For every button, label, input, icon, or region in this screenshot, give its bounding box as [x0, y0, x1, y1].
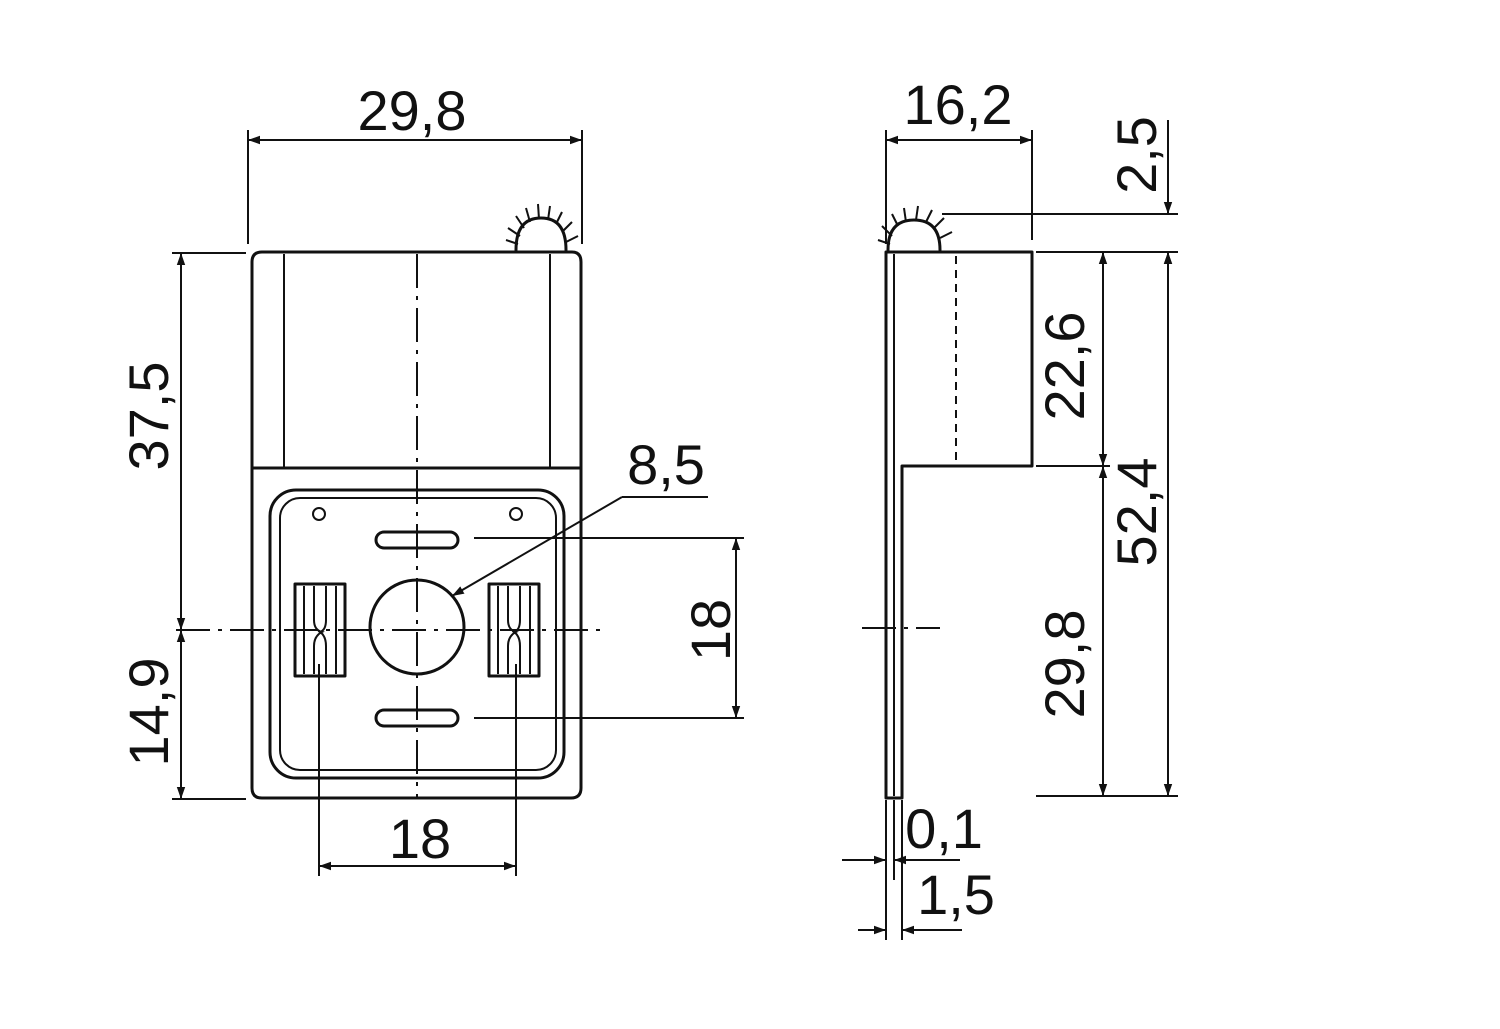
side-seal-icon — [877, 205, 953, 252]
side-dim-width: 16,2 — [904, 73, 1013, 136]
front-dim-height-lower: 14,9 — [117, 658, 180, 767]
side-view: 16,2 2,5 22,6 29,8 52,4 0,1 1,5 — [842, 73, 1178, 940]
front-screw-hole-right — [509, 507, 523, 521]
front-dim-bore: 8,5 — [627, 433, 705, 496]
side-dim-offset-top: 2,5 — [1105, 116, 1168, 194]
front-dim-pin-vertical: 18 — [679, 599, 742, 661]
front-dim-width: 29,8 — [358, 79, 467, 142]
side-dim-upper-height: 22,6 — [1033, 312, 1096, 421]
side-body-outline — [884, 250, 1034, 800]
front-dim-height-upper: 37,5 — [117, 362, 180, 471]
side-dim-wall-small: 0,1 — [905, 797, 983, 860]
front-dim-pin-horizontal: 18 — [389, 807, 451, 870]
front-screw-hole-left — [312, 507, 326, 521]
front-body-outline — [250, 250, 583, 800]
side-dim-lower-height: 29,8 — [1033, 610, 1096, 719]
front-view: 29,8 37,5 14,9 8,5 18 18 — [117, 79, 744, 876]
front-seal-icon — [505, 203, 579, 252]
side-dim-total-height: 52,4 — [1105, 458, 1168, 567]
side-dim-wall: 1,5 — [917, 863, 995, 926]
